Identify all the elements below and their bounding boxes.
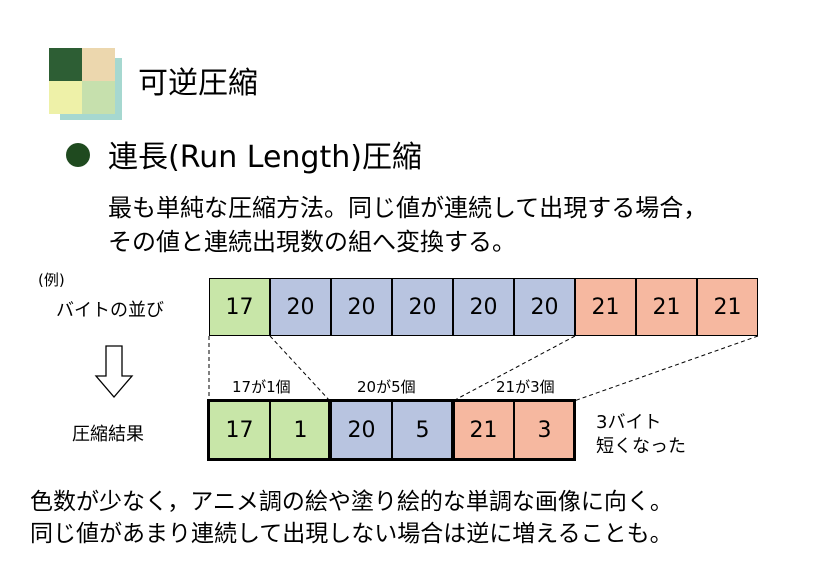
byte-cell: 21 — [575, 278, 636, 336]
pair-box-17 — [207, 399, 331, 461]
down-arrow-icon — [94, 345, 134, 398]
compressed-cell: 21 — [453, 401, 514, 459]
bottom-text-line-2: 同じ値があまり連続して出現しない場合は逆に増えることも。 — [30, 521, 673, 547]
example-label: (例) — [38, 271, 65, 289]
pair-box-21 — [452, 399, 576, 461]
connector-line — [573, 335, 759, 402]
compressed-cell: 1 — [270, 401, 331, 459]
description-line-1: 最も単純な圧縮方法。同じ値が連続して出現する場合， — [108, 194, 708, 222]
slide-title: 可逆圧縮 — [138, 66, 258, 101]
section-heading: 連長(Run Length)圧縮 — [108, 140, 422, 175]
pair-box-20 — [329, 399, 454, 461]
compressed-cell: 5 — [392, 401, 453, 459]
bottom-text-line-1: 色数が少なく，アニメ調の絵や塗り絵的な単調な画像に向く。 — [30, 489, 673, 515]
group-label-20: 20が5個 — [357, 378, 416, 396]
byte-cell: 20 — [514, 278, 575, 336]
note-line-1: 3バイト — [596, 412, 662, 433]
byte-cell: 17 — [209, 278, 270, 336]
connector-line — [452, 335, 576, 402]
group-label-17: 17が1個 — [232, 378, 291, 396]
group-label-21: 21が3個 — [496, 378, 555, 396]
byte-cell: 20 — [331, 278, 392, 336]
note-line-2: 短くなった — [596, 436, 686, 457]
byte-cell: 20 — [270, 278, 331, 336]
byte-cell: 21 — [697, 278, 758, 336]
compressed-cell: 20 — [331, 401, 392, 459]
compressed-cell: 17 — [209, 401, 270, 459]
result-label: 圧縮結果 — [72, 424, 144, 445]
byte-sequence-label: バイトの並び — [56, 300, 164, 321]
connector-line — [269, 335, 331, 402]
description-line-2: その値と連続出現数の組へ変換する。 — [108, 228, 516, 256]
byte-cell: 21 — [636, 278, 697, 336]
byte-cell: 20 — [453, 278, 514, 336]
byte-cell: 20 — [392, 278, 453, 336]
bullet-icon — [66, 143, 90, 167]
